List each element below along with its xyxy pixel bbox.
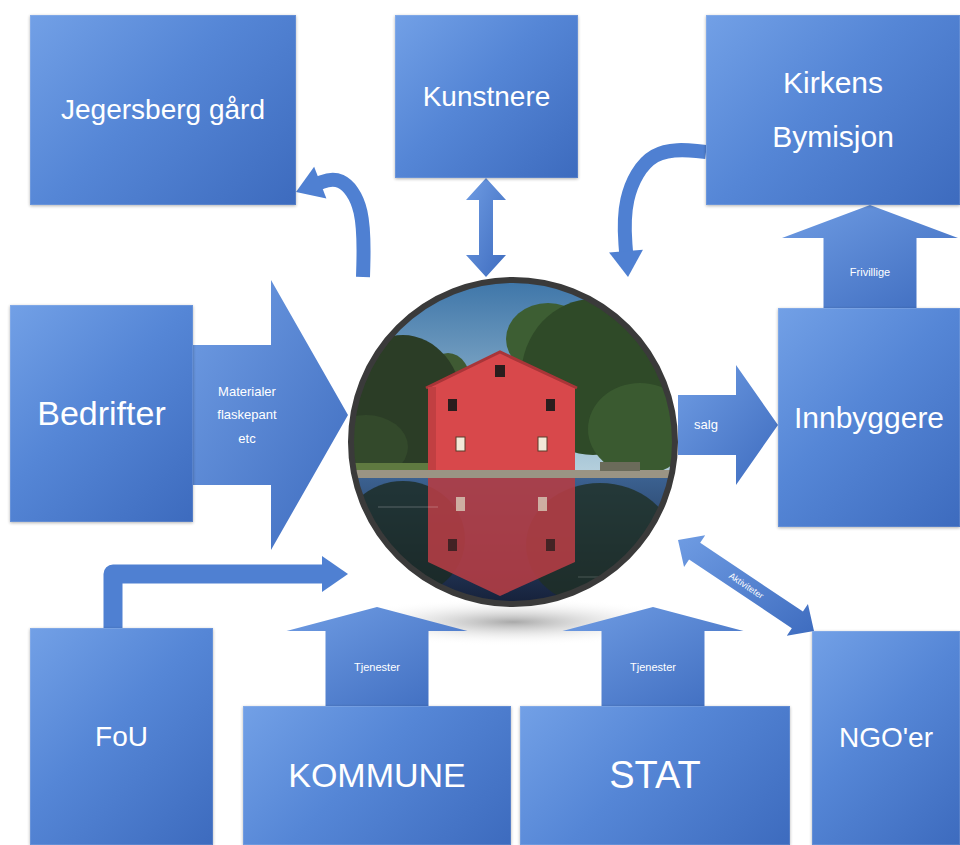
flow-arrow <box>466 178 506 277</box>
window-reflection <box>546 539 555 551</box>
actor-box: NGO'er <box>812 631 960 845</box>
block-arrow <box>287 607 468 706</box>
block-arrow <box>678 365 778 485</box>
arrow-head <box>609 250 643 277</box>
window <box>448 399 457 411</box>
block-arrow <box>466 178 506 277</box>
ripple <box>378 507 438 508</box>
arrow-label: salg <box>694 417 718 432</box>
flow-arrow <box>287 607 468 706</box>
actor-box: KOMMUNE <box>243 706 511 845</box>
ripple <box>578 577 648 578</box>
block-arrow <box>563 607 744 706</box>
arrow-label-box: Frivillige <box>850 266 890 279</box>
box-label: Kirkens Bymisjon <box>733 56 933 164</box>
actor-box: STAT <box>520 706 790 845</box>
flow-arrow <box>296 167 364 277</box>
box-label: Innbyggere <box>794 400 944 436</box>
arrow-label-box: salg <box>694 417 718 433</box>
box-label: Bedrifter <box>37 393 166 434</box>
circle-border <box>351 280 675 604</box>
arrow-label: Materialer flaskepant etc <box>217 384 276 446</box>
window <box>495 365 505 377</box>
flow-arrow <box>678 365 778 485</box>
window-reflection <box>538 497 547 511</box>
jetty <box>600 462 640 471</box>
house-wall <box>428 353 575 471</box>
box-label: Kunstnere <box>423 80 551 114</box>
box-label: KOMMUNE <box>288 755 466 796</box>
house-roof <box>426 352 577 388</box>
arrow-label: Frivillige <box>850 266 890 278</box>
arrow-head <box>296 167 326 199</box>
arrow-label-box: Materialer flaskepant etc <box>211 380 283 450</box>
actor-box: Kirkens Bymisjon <box>706 15 960 205</box>
arrow-shaft <box>113 574 324 628</box>
window-reflection <box>456 497 465 511</box>
quay <box>348 470 678 478</box>
flow-arrow <box>563 607 744 706</box>
block-arrow <box>678 535 814 635</box>
box-label: STAT <box>609 753 700 799</box>
circle-outline <box>348 277 678 607</box>
arrow-label-box: Tjenester <box>630 661 676 674</box>
arrow-shaft <box>318 180 363 277</box>
photo-content <box>348 277 678 607</box>
arrow-head <box>322 556 348 592</box>
window <box>456 437 465 451</box>
actor-box: Jegersberg gård <box>30 15 296 205</box>
flow-arrow <box>678 535 814 635</box>
actor-box: Innbyggere <box>778 308 960 527</box>
box-label: Jegersberg gård <box>61 93 265 127</box>
box-label: NGO'er <box>839 721 933 755</box>
arrow-label: Tjenester <box>630 661 676 673</box>
photo-circle <box>348 277 678 607</box>
house-reflection <box>428 478 575 596</box>
arrow-label-box: Tjenester <box>354 661 400 674</box>
block-arrow <box>193 280 348 550</box>
box-label: FoU <box>95 720 148 754</box>
arrow-label: Tjenester <box>354 661 400 673</box>
tree <box>588 383 678 475</box>
actor-box: Bedrifter <box>10 305 193 522</box>
flow-arrow <box>113 556 348 628</box>
window <box>546 399 555 411</box>
flow-arrow <box>782 205 958 308</box>
actor-box: FoU <box>30 628 213 845</box>
actor-box: Kunstnere <box>395 15 578 178</box>
window <box>538 437 547 451</box>
house-shade <box>428 387 436 471</box>
block-arrow <box>782 205 958 308</box>
arrow-shaft <box>625 150 706 253</box>
flow-arrow <box>609 150 706 277</box>
window-reflection <box>448 539 457 551</box>
flow-arrow <box>193 280 348 550</box>
